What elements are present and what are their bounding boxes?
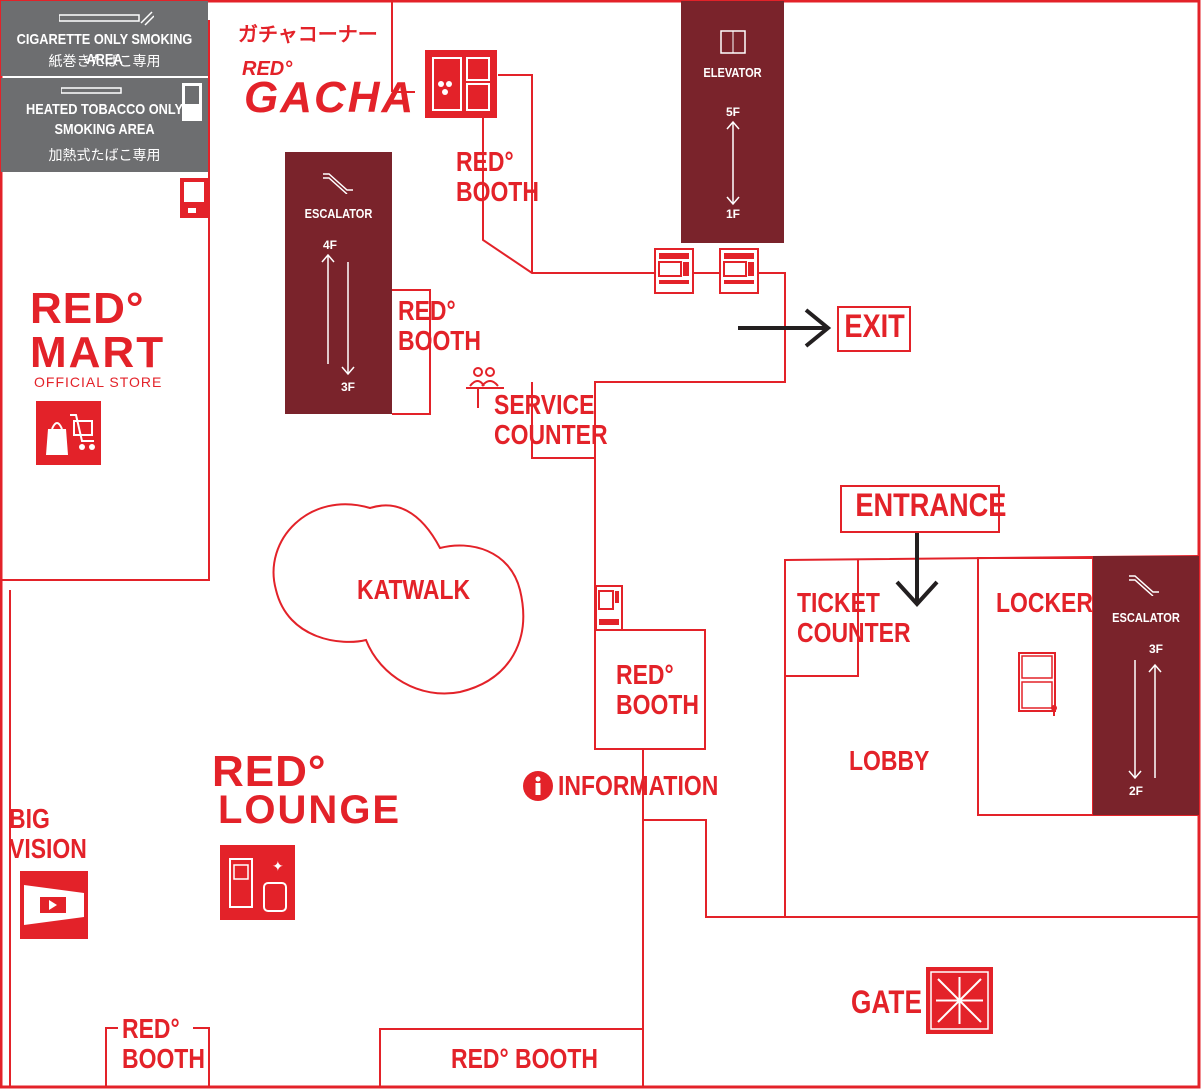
red-mart-logo-red: RED°: [30, 284, 145, 333]
red-booth-3-label-bottom: BOOTH: [616, 689, 699, 720]
lobby-label: LOBBY: [849, 745, 930, 776]
escalator-left[interactable]: ESCALATOR 4F 3F: [285, 152, 392, 414]
escalator-icon: [321, 170, 355, 199]
big-vision-label-2: VISION: [9, 833, 87, 864]
gacha-logo-red: RED°: [242, 58, 293, 80]
heated-area-label-2: SMOKING AREA: [54, 121, 155, 138]
cigarette-smoking-area: CIGARETTE ONLY SMOKING AREA 紙巻きたばこ専用: [1, 1, 208, 76]
cigarette-icon: [58, 11, 155, 26]
elevator[interactable]: ELEVATOR 5F 1F: [681, 1, 784, 243]
red-booth-5-label: RED° BOOTH: [451, 1043, 598, 1074]
elevator-arrow-icon: [726, 120, 740, 206]
video-icon: [20, 871, 88, 944]
escalator-right-top-floor: 3F: [1149, 642, 1164, 656]
escalator-icon: [1127, 572, 1161, 601]
heated-tobacco-area: HEATED TOBACCO ONLY SMOKING AREA 加熱式たばこ専…: [1, 78, 208, 172]
locker-icon: [1018, 652, 1060, 723]
red-booth-1-label-top: RED°: [456, 146, 514, 177]
katwalk-area: [272, 503, 525, 695]
escalator-left-top-floor: 4F: [323, 238, 338, 252]
gate-icon: [926, 967, 993, 1039]
heated-area-label-1: HEATED TOBACCO ONLY: [25, 101, 184, 118]
entrance-sign: ENTRANCE: [840, 485, 1006, 533]
escalator-left-label: ESCALATOR: [304, 206, 373, 221]
gacha-logo: GACHA: [244, 73, 416, 122]
ticket-counter-label-1: TICKET: [797, 587, 880, 618]
elevator-label: ELEVATOR: [703, 65, 762, 80]
escalator-right[interactable]: ESCALATOR 3F 2F: [1093, 556, 1199, 815]
cigarette-area-label-jp: 紙巻きたばこ専用: [48, 53, 161, 69]
red-lounge-logo: LOUNGE: [218, 788, 402, 832]
locker-label: LOCKER: [996, 587, 1093, 618]
gacha-machine-icon: [425, 50, 497, 123]
svg-text:✦: ✦: [272, 859, 284, 875]
exit-label: EXIT: [844, 308, 905, 344]
ticket-counter-label-2: COUNTER: [797, 617, 911, 648]
escalator-left-bottom-floor: 3F: [341, 380, 356, 394]
shopping-bag-icon: [36, 401, 101, 470]
ticket-machine-icon: [719, 248, 759, 299]
smoking-device-icon: [181, 82, 203, 127]
escalator-left-arrows: [321, 253, 355, 376]
information-label: INFORMATION: [558, 770, 719, 801]
arcade-icon: ✦: [220, 845, 295, 925]
cigarette-area-label: CIGARETTE ONLY SMOKING AREA: [16, 31, 193, 68]
elevator-icon: [719, 29, 747, 60]
escalator-right-label: ESCALATOR: [1112, 610, 1180, 625]
vending-machine-icon: [595, 585, 623, 636]
service-person-icon: [464, 366, 508, 415]
red-booth-4-label-top: RED°: [122, 1013, 180, 1044]
service-counter-label-2: COUNTER: [494, 419, 608, 450]
heated-tobacco-icon: [60, 84, 181, 102]
entrance-label: ENTRANCE: [855, 487, 1007, 523]
elevator-bottom-floor: 1F: [726, 207, 741, 221]
red-mart-subtitle: OFFICIAL STORE: [34, 374, 163, 390]
heated-area-label-jp: 加熱式たばこ専用: [48, 147, 161, 163]
red-booth-4-label-bottom: BOOTH: [122, 1043, 205, 1074]
escalator-right-bottom-floor: 2F: [1129, 784, 1144, 798]
red-lounge-logo-red: RED°: [212, 747, 327, 796]
gacha-corner-label-jp: ガチャコーナー: [238, 24, 378, 46]
ticket-machine-icon: [654, 248, 694, 299]
big-vision-label-1: BIG: [9, 803, 50, 834]
katwalk-label: KATWALK: [357, 574, 471, 605]
red-booth-2-label-top: RED°: [398, 295, 456, 326]
red-mart-logo: MART: [30, 328, 166, 377]
red-booth-2-label-bottom: BOOTH: [398, 325, 481, 356]
elevator-top-floor: 5F: [726, 105, 741, 119]
gate-label: GATE: [851, 984, 922, 1020]
red-booth-1-label-bottom: BOOTH: [456, 176, 539, 207]
red-booth-3-label-top: RED°: [616, 659, 674, 690]
escalator-right-arrows: [1128, 660, 1162, 780]
information-icon: [522, 770, 554, 807]
exit-sign: EXIT: [837, 306, 911, 352]
service-counter-label-1: SERVICE: [494, 389, 595, 420]
vending-machine-icon: [180, 178, 208, 223]
